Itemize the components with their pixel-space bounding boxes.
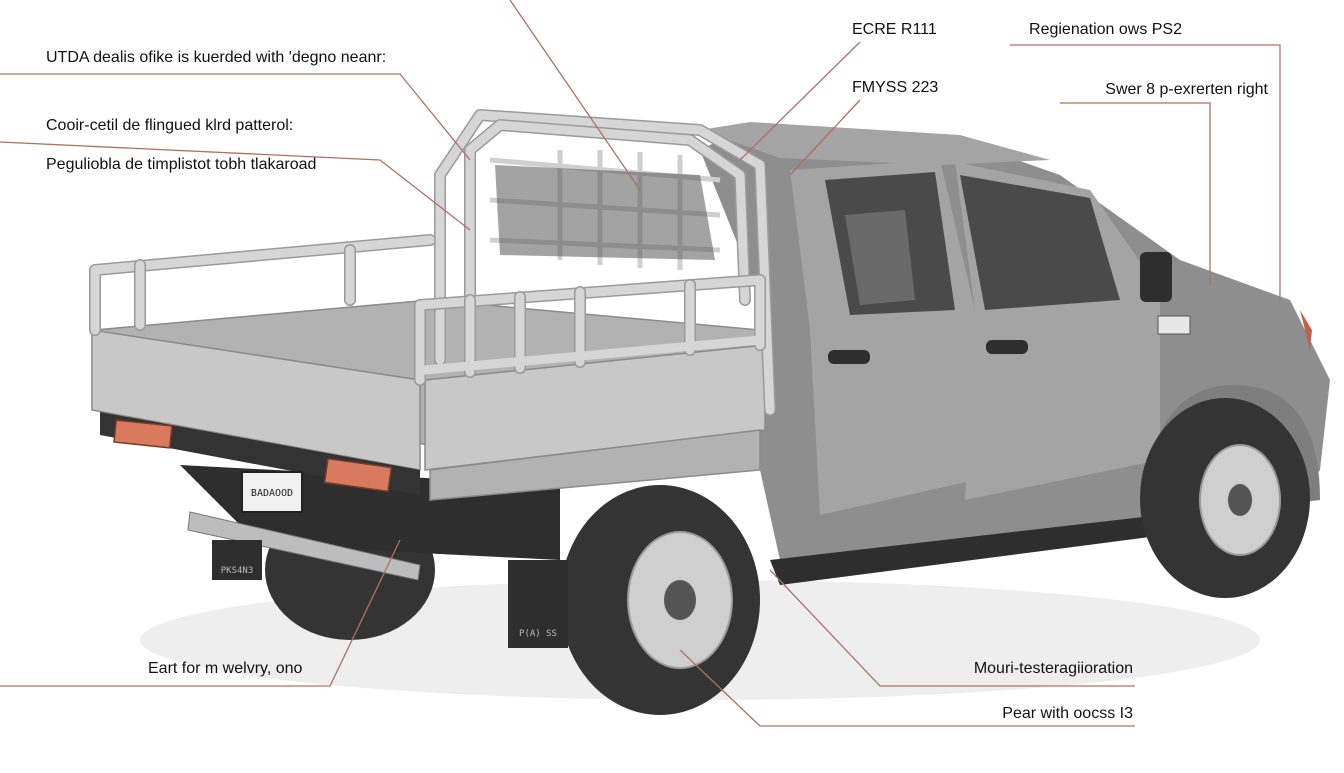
label-bottom-right-1: Mouri-testeragiioration	[973, 660, 1133, 677]
label-top-right-1: Regienation ows PS2	[1029, 21, 1182, 38]
label-top-mid-1: ECRE R111	[852, 21, 937, 38]
rear-plate-text: BADAOOD	[251, 488, 293, 499]
label-top-left-2: Cooir-cetil de flingued klrd patterol:	[46, 117, 294, 134]
label-bottom-right-2: Pear with oocss I3	[1002, 705, 1133, 722]
front-wheel	[1140, 398, 1310, 598]
front-window	[960, 175, 1120, 310]
front-door-handle	[986, 340, 1028, 354]
mudflap	[508, 560, 568, 648]
cab-roof	[700, 122, 1050, 165]
mudflap-text: P(A) SS	[519, 629, 557, 639]
label-top-right-2: Swer 8 p-exrerten right	[1105, 81, 1268, 98]
side-mirror	[1140, 252, 1172, 302]
tray-side-right	[424, 344, 766, 471]
rear-window-seat	[845, 210, 915, 305]
fender-badge	[1157, 315, 1191, 335]
rear-door-handle	[828, 350, 870, 364]
rear-bumper	[187, 511, 421, 581]
label-top-mid-2: FMYSS 223	[852, 79, 939, 96]
headboard-cage	[434, 109, 776, 416]
tail-light-right	[323, 457, 393, 493]
side-step	[770, 515, 1165, 585]
tray-side-rails	[89, 234, 766, 386]
rear-mudflap-left	[212, 540, 262, 580]
label-top-left-1: UTDA dealis ofike is kuerded with 'degno…	[46, 49, 387, 66]
rear-wheel	[560, 485, 760, 715]
label-bottom-left: Eart for m welvry, ono	[148, 660, 303, 677]
headlight	[1300, 310, 1312, 350]
label-top-left-3: Peguliobla de timplistot tobh tlakaroad	[46, 156, 317, 173]
bumper-plate-text: PKS4N3	[221, 566, 254, 576]
rear-plate	[241, 471, 303, 513]
tail-light-left	[113, 419, 173, 449]
leader-lines	[0, 0, 1281, 727]
tray-lower-frame	[429, 429, 761, 501]
